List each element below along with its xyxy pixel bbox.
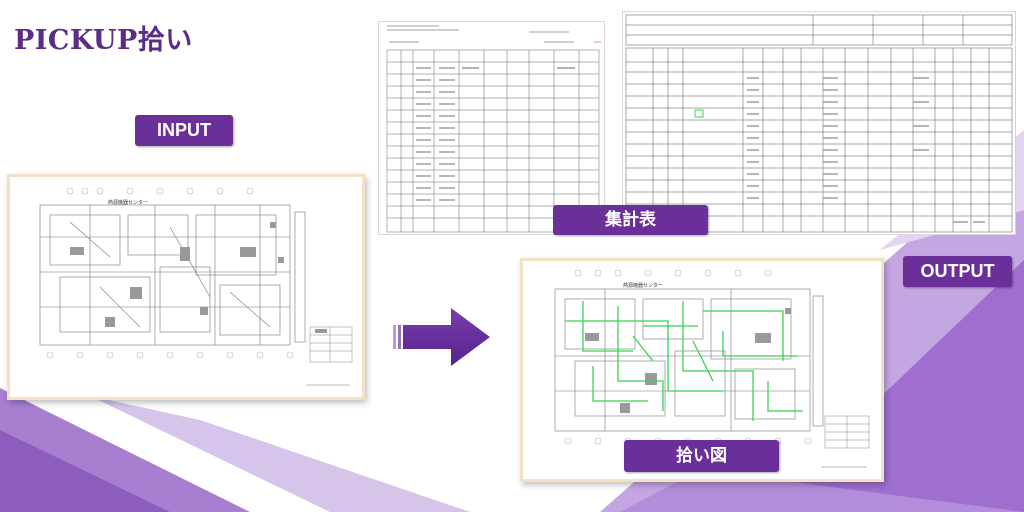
output-drawing: 熱源機器センター: [520, 258, 884, 482]
input-drawing: 熱源機器センター: [7, 174, 365, 400]
summary-sheet-small-grid: [379, 22, 604, 234]
input-label: INPUT: [135, 115, 233, 146]
pickup-drawing-label: 拾い図: [624, 440, 779, 472]
input-drawing-header: 熱源機器センター: [108, 199, 148, 206]
output-label: OUTPUT: [903, 256, 1012, 287]
highlighted-pipes: [565, 301, 803, 421]
right-arrow-icon: [393, 308, 490, 366]
summary-sheet-small: [378, 21, 605, 235]
page-title: PICKUP拾い: [14, 25, 193, 56]
input-floorplan: 熱源機器センター: [10, 177, 362, 397]
summary-table-label: 集計表: [553, 205, 708, 235]
summary-sheet-large-grid: [623, 12, 1015, 234]
summary-sheet-large: [622, 11, 1016, 235]
output-drawing-header: 熱源機器センター: [623, 282, 663, 289]
